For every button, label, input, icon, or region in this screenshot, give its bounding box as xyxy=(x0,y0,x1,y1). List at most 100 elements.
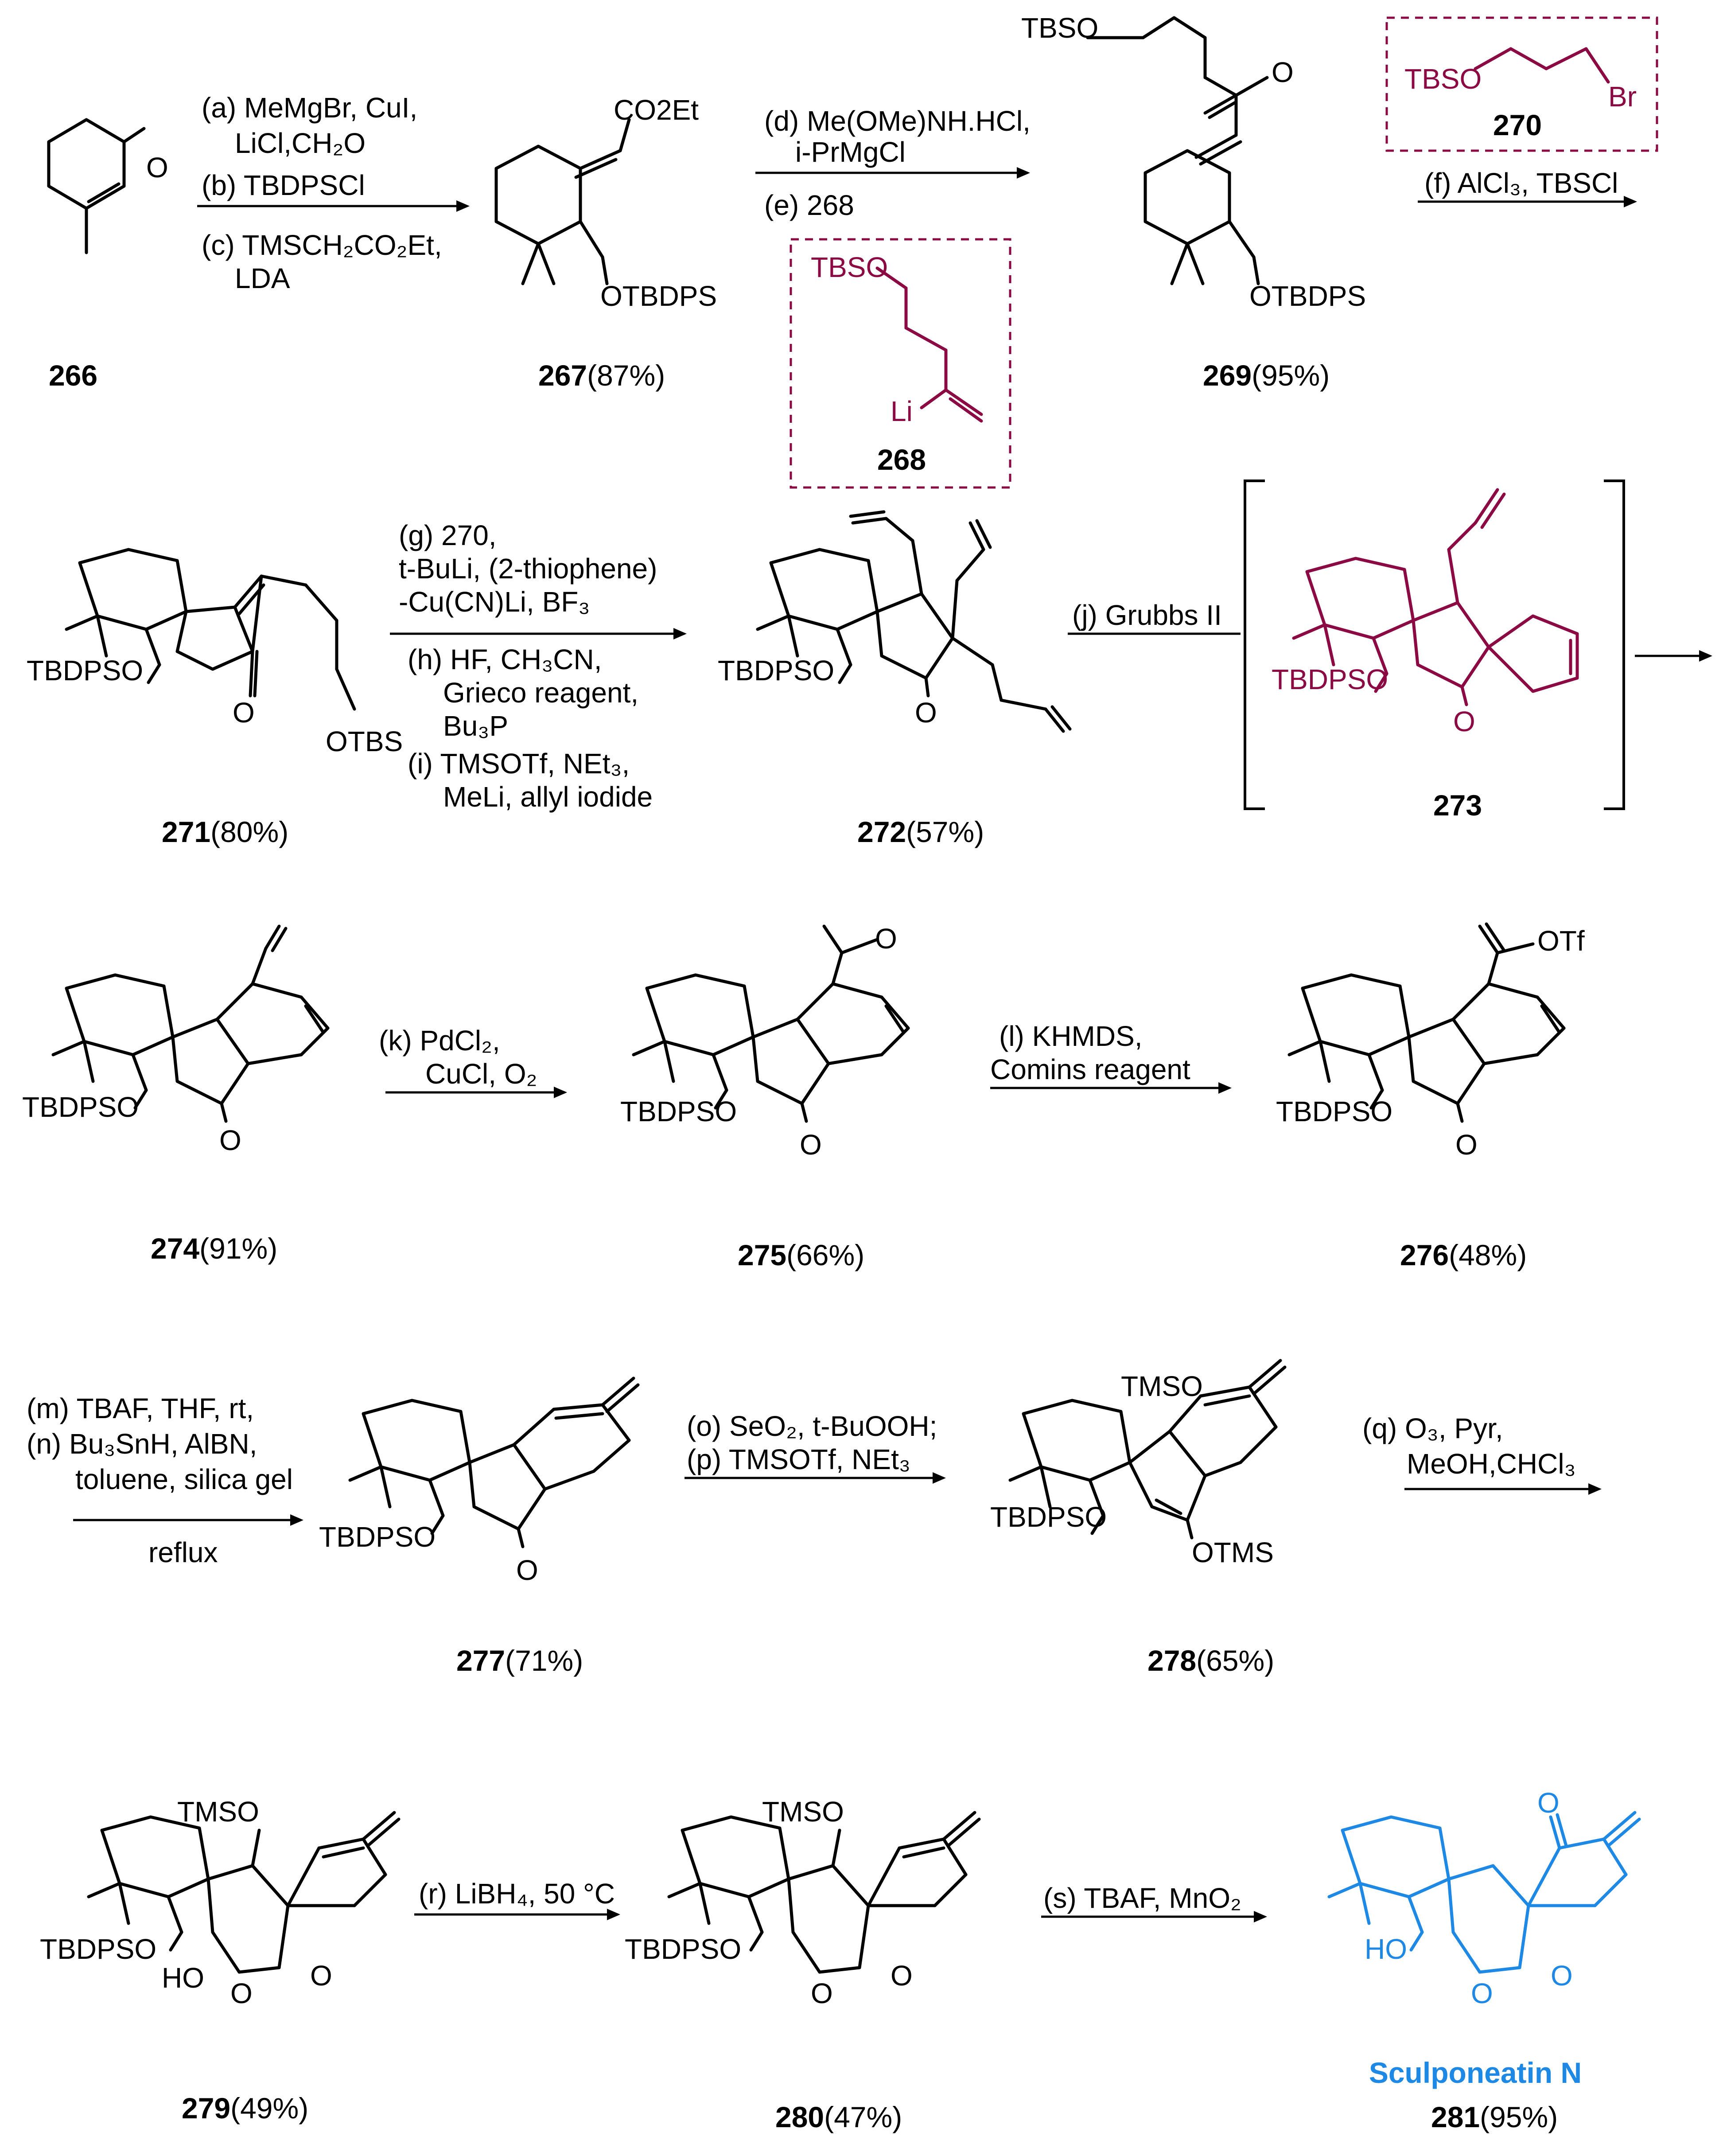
compound-276-structure: TBDPSO OTf O xyxy=(1276,922,1585,1161)
compound-280-label: 280(47%) xyxy=(775,2101,902,2133)
compound-281-ring-oxygen: O xyxy=(1471,1977,1493,2009)
compound-277-structure: TBDPSO O xyxy=(319,1376,640,1586)
compound-279-ho: HO xyxy=(162,1962,204,1994)
step-k2: CuCl, O₂ xyxy=(425,1058,537,1090)
compound-278-tmso: TMSO xyxy=(1121,1370,1203,1402)
compound-276-oxygen: O xyxy=(1455,1129,1478,1161)
step-c: (c) TMSCH₂CO₂Et, xyxy=(202,229,442,261)
compound-281-ho: HO xyxy=(1365,1933,1407,1965)
compound-276-label: 276(48%) xyxy=(1400,1239,1527,1271)
step-c2: LDA xyxy=(235,262,290,294)
step-e: (e) 268 xyxy=(764,189,854,221)
compound-280-carbonyl-oxygen: O xyxy=(891,1960,913,1992)
compound-277-oxygen: O xyxy=(516,1554,538,1586)
compound-270-tbso: TBSO xyxy=(1404,63,1482,95)
step-n: (n) Bu₃SnH, AlBN, xyxy=(27,1428,257,1460)
step-j: (j) Grubbs II xyxy=(1072,599,1222,631)
compound-266-number: 266 xyxy=(49,359,97,392)
compound-273-structure: TBDPSO O xyxy=(1272,488,1579,737)
compound-281-carbonyl-oxygen: O xyxy=(1551,1960,1573,1992)
compound-273-number: 273 xyxy=(1433,789,1482,822)
compound-270-number: 270 xyxy=(1493,109,1542,141)
compound-274-tbdpso: TBDPSO xyxy=(22,1091,139,1123)
compound-272-label: 272(57%) xyxy=(857,815,984,848)
compound-266-structure: O xyxy=(47,118,168,254)
compound-279-ring-oxygen: O xyxy=(230,1977,253,2009)
compound-268-structure: TBSO Li xyxy=(811,251,983,427)
compound-279-label: 279(49%) xyxy=(182,2092,308,2125)
compound-271-tbdpso: TBDPSO xyxy=(27,655,143,686)
step-f: (f) AlCl₃, TBSCl xyxy=(1424,167,1618,199)
step-h2: Grieco reagent, xyxy=(443,677,638,709)
step-n2: toluene, silica gel xyxy=(75,1463,293,1495)
compound-269-structure: TBSO O OTBDPS xyxy=(1021,12,1366,312)
compound-268-number: 268 xyxy=(877,443,926,476)
compound-280-structure: TBDPSO TMSO O O xyxy=(625,1796,981,2009)
compound-271-otbs: OTBS xyxy=(326,725,403,757)
compound-278-structure: TBDPSO TMSO OTMS xyxy=(990,1359,1287,1568)
compound-279-tmso: TMSO xyxy=(177,1796,259,1828)
compound-268-box xyxy=(790,238,1011,489)
compound-273-tbdpso: TBDPSO xyxy=(1272,663,1388,695)
compound-279-tbdpso: TBDPSO xyxy=(40,1933,156,1965)
compound-281-label: 281(95%) xyxy=(1431,2101,1558,2133)
step-d2: i-PrMgCl xyxy=(795,136,906,168)
compound-269-otbdps: OTBDPS xyxy=(1249,280,1366,312)
compound-267-label: 267(87%) xyxy=(538,359,665,392)
compound-268-li: Li xyxy=(891,395,913,427)
compound-277-tbdpso: TBDPSO xyxy=(319,1521,436,1553)
step-s: (s) TBAF, MnO₂ xyxy=(1043,1882,1241,1914)
compound-274-label: 274(91%) xyxy=(151,1232,277,1265)
compound-274-oxygen: O xyxy=(219,1124,241,1156)
step-i2: MeLi, allyl iodide xyxy=(443,781,653,813)
compound-278-label: 278(65%) xyxy=(1147,1644,1274,1677)
step-l2: Comins reagent xyxy=(990,1053,1190,1085)
compound-280-tbdpso: TBDPSO xyxy=(625,1933,741,1965)
compound-269-oxygen: O xyxy=(1272,56,1294,88)
compound-267-otbdps: OTBDPS xyxy=(600,280,717,312)
step-d: (d) Me(OMe)NH.HCl, xyxy=(764,105,1031,137)
step-g2: t-BuLi, (2-thiophene) xyxy=(399,553,657,585)
compound-266-oxygen: O xyxy=(146,152,168,183)
compound-280-ring-oxygen: O xyxy=(811,1977,833,2009)
compound-273-bracket-right xyxy=(1604,480,1625,810)
compound-276-tbdpso: TBDPSO xyxy=(1276,1096,1392,1127)
compound-272-tbdpso: TBDPSO xyxy=(718,655,834,686)
step-o: (o) SeO₂, t-BuOOH; xyxy=(687,1410,937,1442)
step-a: (a) MeMgBr, CuI, xyxy=(202,92,417,124)
compound-273-oxygen: O xyxy=(1453,706,1475,737)
step-m: (m) TBAF, THF, rt, xyxy=(27,1392,254,1424)
compound-267-co2et: CO2Et xyxy=(614,94,699,126)
step-g3: -Cu(CN)Li, BF₃ xyxy=(399,586,590,618)
step-q: (q) O₃, Pyr, xyxy=(1362,1412,1503,1444)
step-a2: LiCl,CH₂O xyxy=(235,127,366,159)
step-q2: MeOH,CHCl₃ xyxy=(1407,1448,1576,1480)
compound-278-otms: OTMS xyxy=(1192,1536,1274,1568)
compound-275-structure: TBDPSO O O xyxy=(620,923,910,1161)
step-b: (b) TBDPSCl xyxy=(202,169,365,201)
compound-278-tbdpso: TBDPSO xyxy=(990,1501,1107,1533)
compound-275-label: 275(66%) xyxy=(738,1239,864,1271)
compound-280-tmso: TMSO xyxy=(762,1796,844,1828)
compound-270-structure: TBSO Br xyxy=(1404,47,1637,113)
step-h: (h) HF, CH₃CN, xyxy=(408,643,602,675)
compound-275-oxygen: O xyxy=(800,1129,822,1161)
compound-271-oxygen: O xyxy=(233,697,255,729)
compound-281-ketone-oxygen: O xyxy=(1537,1787,1560,1819)
compound-275-oxygen-acetyl: O xyxy=(875,923,897,955)
step-l: (l) KHMDS, xyxy=(999,1020,1143,1052)
compound-270-br: Br xyxy=(1608,81,1637,113)
compound-269-tbso: TBSO xyxy=(1021,12,1098,44)
compound-275-tbdpso: TBDPSO xyxy=(620,1096,737,1127)
compound-277-label: 277(71%) xyxy=(456,1644,583,1677)
compound-279-structure: TBDPSO TMSO HO O O xyxy=(40,1796,401,2009)
step-p: (p) TMSOTf, NEt₃ xyxy=(687,1443,910,1475)
step-g: (g) 270, xyxy=(399,519,497,551)
compound-270-box xyxy=(1385,16,1658,152)
compound-281-structure: HO O O O xyxy=(1327,1787,1641,2009)
step-i: (i) TMSOTf, NEt₃, xyxy=(408,748,630,780)
compound-267-structure: CO2Et OTBDPS xyxy=(494,94,717,312)
compound-281-name: Sculponeatin N xyxy=(1369,2056,1582,2089)
step-r: (r) LiBH₄, 50 °C xyxy=(419,1878,615,1910)
